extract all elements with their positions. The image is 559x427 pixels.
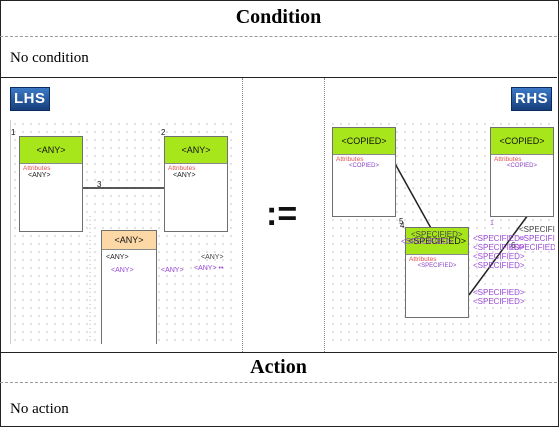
edge-label: <SPECIFIED> [473,297,525,306]
attributes-label: Attributes [168,165,196,172]
edge-label: <SPECIFIED> [473,261,525,270]
edge-label: <SPECIFIED> [473,252,525,261]
lhs-canvas: 1 <ANY> Attributes <ANY> 2 <ANY> Attribu… [10,120,232,344]
node-number: 2 [161,128,166,137]
column-separator [242,78,243,352]
attribute-value: <ANY> [106,254,129,261]
node-title: <ANY> [20,137,82,164]
attributes-label: Attributes [494,156,522,163]
action-header: Action [250,356,307,378]
lhs-badge: LHS [10,87,50,111]
edge-label: <SPECIFIED> [473,234,525,243]
lhs-edges [82,187,164,344]
rhs-edge-6 [468,214,529,296]
condition-header: Condition [235,6,322,28]
edge-number: 5 [399,217,404,226]
rhs-edges [392,159,529,296]
edge-label: <SPECIFIED> [519,234,555,243]
rhs-node-3[interactable]: <SPECIFIED> Attributes <SPECIFIED> [405,227,469,318]
edge-label: <ANY> [161,267,184,274]
node-number: 4 [400,221,405,230]
edge-label: <SPECIFIEI [519,225,555,234]
attributes-label: Attributes [409,256,437,263]
attribute-value: <COPIED> [348,163,379,169]
node-title: <COPIED> [491,128,553,155]
rhs-edge-5 [392,159,433,231]
action-text: No action [10,401,69,417]
edge-label: <SPECIFIED> [401,237,453,246]
attributes-label: Attributes [23,165,51,172]
column-separator [324,78,325,352]
attributes-label: Attributes [336,156,364,163]
divider [0,352,557,353]
divider [0,382,557,383]
condition-text: No condition [10,50,89,66]
lhs-node-1[interactable]: <ANY> Attributes <ANY> [19,136,83,232]
assignment-operator: := [266,195,298,233]
edge-number: 1 [490,220,494,227]
rhs-badge: RHS [511,87,553,111]
attribute-value: <COPIED> [506,163,537,169]
attribute-value: <ANY> [28,172,51,179]
rhs-node-2[interactable]: <COPIED> Attributes <COPIED> [490,127,554,217]
node-number: 1 [11,128,16,137]
edge-label: <ANY> •• [194,265,224,272]
edge-label: <SPECIFIED> [473,243,525,252]
lhs-node-2[interactable]: <ANY> Attributes <ANY> [164,136,228,232]
node-title: <SPECIFIED> [406,228,468,255]
divider [0,36,557,37]
divider [0,77,557,78]
edge-label: <SPECIFIED> [411,230,463,239]
node-title: <COPIED> [333,128,395,155]
attribute-value: <SPECIFIED> [417,263,457,269]
edge-number: 3 [97,180,102,189]
node-title: <ANY> [102,231,156,250]
rhs-canvas: <COPIED> Attributes <COPIED> <COPIED> At… [329,120,555,344]
edge-label: <ANY> [201,254,224,261]
rhs-node-1[interactable]: <COPIED> Attributes <COPIED> [332,127,396,217]
edge-label: <SPECIFIED> [473,288,525,297]
node-title: <ANY> [165,137,227,164]
edge-number: 6 [511,241,516,250]
attribute-value: <ANY> [173,172,196,179]
lhs-node-3[interactable]: <ANY> <ANY> [101,230,157,344]
edge-label: <ANY> [111,267,134,274]
edge-label: <SPECIFIED> [509,243,555,252]
